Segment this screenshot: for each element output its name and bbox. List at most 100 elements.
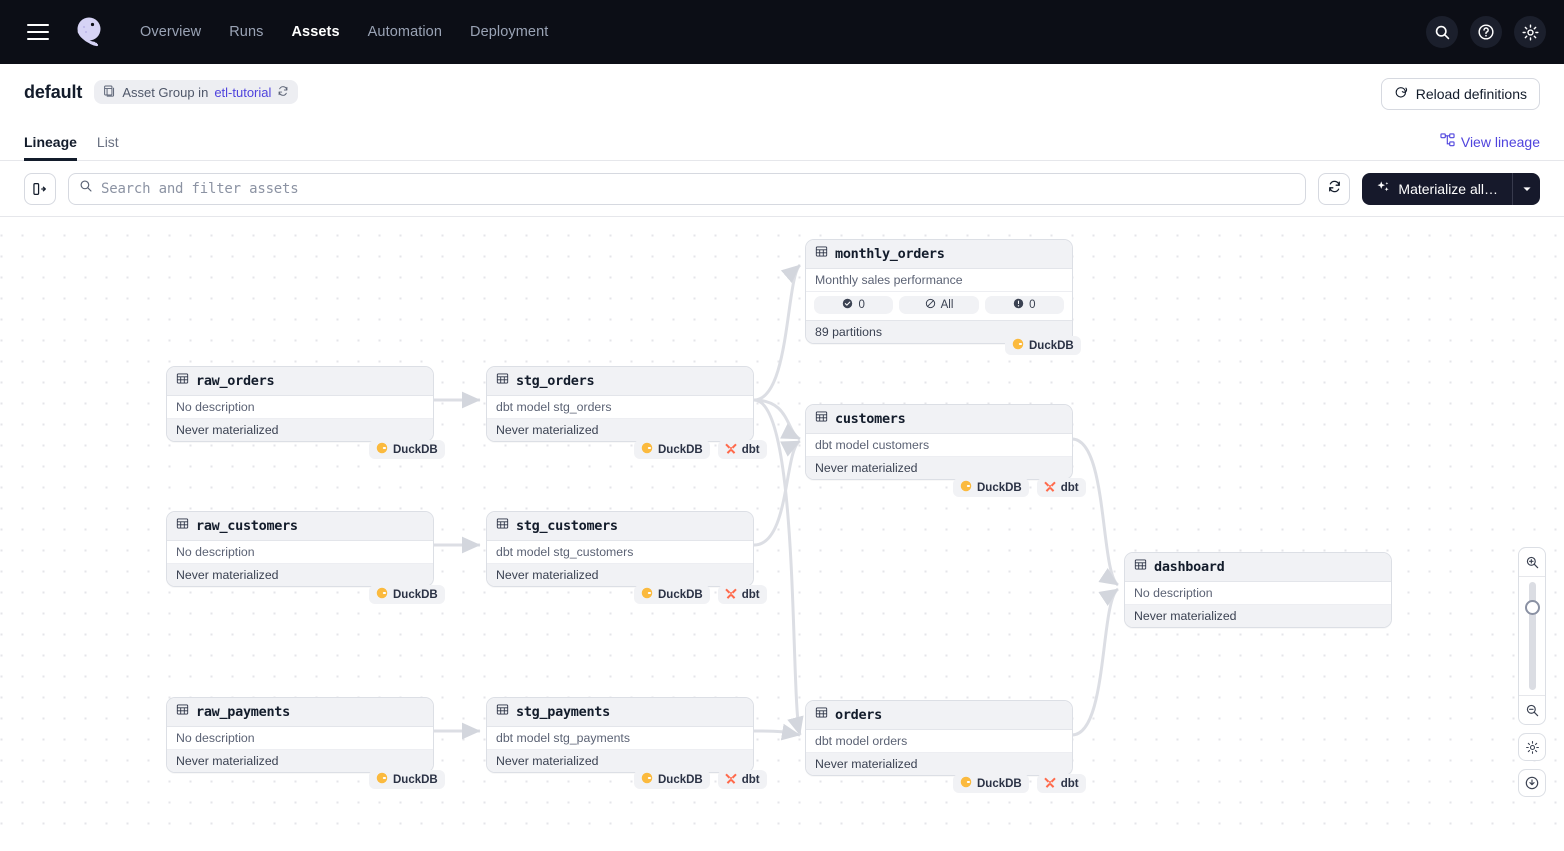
asset-node-tags-orders: DuckDB dbt <box>953 774 1086 793</box>
asset-tag-label: DuckDB <box>658 588 703 601</box>
zoom-slider[interactable] <box>1519 576 1545 696</box>
help-icon[interactable] <box>1470 16 1502 48</box>
asset-tag-duckdb[interactable]: DuckDB <box>369 440 445 459</box>
partition-badge[interactable]: 0 <box>814 296 894 314</box>
chevron-down-icon[interactable] <box>1512 172 1540 205</box>
search-input-wrapper[interactable] <box>68 172 1307 205</box>
refresh-icon[interactable] <box>277 85 289 100</box>
partition-badge-label: 0 <box>858 299 865 311</box>
asset-node-header: raw_orders <box>167 367 433 396</box>
view-lineage-link[interactable]: View lineage <box>1440 133 1540 150</box>
asset-node-description: No description <box>167 396 433 419</box>
asset-node-status: Never materialized <box>167 419 433 441</box>
table-icon <box>176 372 189 390</box>
top-navigation-bar: Overview Runs Assets Automation Deployme… <box>0 0 1564 64</box>
asset-tag-dbt[interactable]: dbt <box>1036 478 1086 497</box>
gear-icon[interactable] <box>1514 16 1546 48</box>
nav-link-runs[interactable]: Runs <box>229 24 264 40</box>
asset-node-title: stg_payments <box>516 704 610 720</box>
asset-tag-duckdb[interactable]: DuckDB <box>953 774 1029 793</box>
materialize-all-button[interactable]: Materialize all… <box>1362 173 1512 205</box>
tab-lineage[interactable]: Lineage <box>24 134 77 161</box>
asset-node-title: raw_payments <box>196 704 290 720</box>
asset-node-header: monthly_orders <box>806 240 1072 269</box>
asset-tag-dbt[interactable]: dbt <box>717 440 767 459</box>
asset-node-description: dbt model orders <box>806 730 1072 753</box>
graph-settings-gear-icon[interactable] <box>1518 733 1546 761</box>
dbt-icon <box>725 442 737 457</box>
asset-tag-duckdb[interactable]: DuckDB <box>634 770 710 789</box>
duckdb-icon <box>960 776 972 791</box>
partition-badge[interactable]: All <box>899 296 979 314</box>
asset-tag-label: dbt <box>741 443 760 456</box>
asset-node-tags-customers: DuckDB dbt <box>953 478 1086 497</box>
zoom-slider-track <box>1528 582 1536 690</box>
dbt-icon <box>725 587 737 602</box>
table-icon <box>176 517 189 535</box>
nav-link-assets[interactable]: Assets <box>291 24 340 40</box>
asset-node-tags-monthly_orders: DuckDB <box>1005 336 1081 355</box>
search-icon[interactable] <box>1426 16 1458 48</box>
asset-tag-label: DuckDB <box>977 777 1022 790</box>
dbt-icon <box>1044 776 1056 791</box>
nav-link-overview[interactable]: Overview <box>140 24 202 40</box>
asset-group-chip[interactable]: Asset Group in etl-tutorial <box>94 80 299 104</box>
asset-tag-duckdb[interactable]: DuckDB <box>369 770 445 789</box>
asset-tag-duckdb[interactable]: DuckDB <box>1005 336 1081 355</box>
asset-node-description: dbt model stg_customers <box>487 541 753 564</box>
asset-node-status: Never materialized <box>167 750 433 772</box>
table-icon <box>1134 558 1147 576</box>
tab-list[interactable]: List <box>96 134 119 150</box>
asset-tag-dbt[interactable]: dbt <box>717 770 767 789</box>
hamburger-icon[interactable] <box>22 16 54 48</box>
asset-tag-duckdb[interactable]: DuckDB <box>369 585 445 604</box>
materialize-all-button-group[interactable]: Materialize all… <box>1362 172 1540 205</box>
zoom-in-icon[interactable] <box>1519 548 1545 576</box>
table-icon <box>815 245 828 263</box>
panel-open-icon[interactable] <box>24 172 56 205</box>
duckdb-icon <box>960 480 972 495</box>
refresh-assets-button[interactable] <box>1318 172 1351 205</box>
partition-badge[interactable]: 0 <box>984 296 1064 314</box>
duckdb-icon <box>376 587 388 602</box>
search-input[interactable] <box>101 180 1296 197</box>
asset-node-header: customers <box>806 405 1072 434</box>
asset-node-status: Never materialized <box>1125 605 1391 627</box>
dagster-logo-icon[interactable] <box>68 11 110 53</box>
asset-tag-label: DuckDB <box>393 773 438 786</box>
table-icon <box>815 410 828 428</box>
nav-link-automation[interactable]: Automation <box>367 24 443 40</box>
asset-node-header: orders <box>806 701 1072 730</box>
asset-node-header: stg_orders <box>487 367 753 396</box>
asset-node-title: stg_customers <box>516 518 618 534</box>
fit-to-screen-icon[interactable] <box>1518 769 1546 797</box>
asset-group-chip-link[interactable]: etl-tutorial <box>214 84 272 100</box>
asset-tag-label: dbt <box>741 588 760 601</box>
search-icon <box>79 179 93 198</box>
asset-tag-duckdb[interactable]: DuckDB <box>634 440 710 459</box>
zoom-slider-knob[interactable] <box>1524 600 1540 615</box>
asset-tag-dbt[interactable]: dbt <box>1036 774 1086 793</box>
nav-link-deployment[interactable]: Deployment <box>470 24 549 40</box>
asset-tag-dbt[interactable]: dbt <box>717 585 767 604</box>
reload-definitions-button[interactable]: Reload definitions <box>1380 78 1540 110</box>
nav-links: Overview Runs Assets Automation Deployme… <box>140 24 548 40</box>
refresh-icon <box>1327 179 1342 199</box>
asset-tag-duckdb[interactable]: DuckDB <box>953 478 1029 497</box>
asset-tag-duckdb[interactable]: DuckDB <box>634 585 710 604</box>
zoom-out-icon[interactable] <box>1519 696 1545 724</box>
partition-status-badges: 0 All 0 <box>806 292 1072 320</box>
asset-node-status: Never materialized <box>487 564 753 586</box>
dbt-icon <box>1044 480 1056 495</box>
